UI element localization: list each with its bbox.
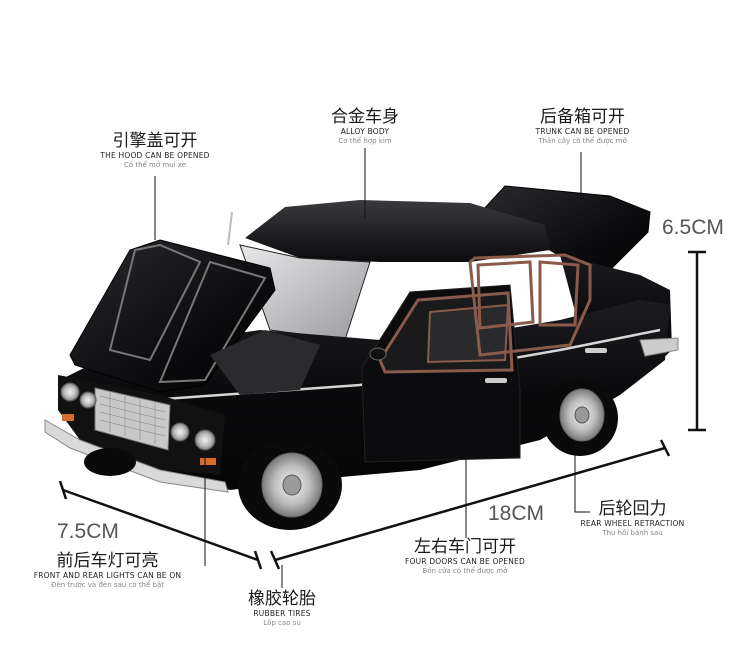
leader-lines xyxy=(154,148,590,588)
callout-trunk-vi: Thân cây có thể được mở xyxy=(538,137,627,145)
callout-lights-vi: Đèn trước và đèn sau có thể bật xyxy=(50,581,165,589)
callout-trunk-zh: 后备箱可开 xyxy=(540,107,625,127)
dimension-length: 18CM xyxy=(488,502,545,525)
grille xyxy=(94,387,171,451)
dimension-lines xyxy=(58,250,706,570)
callout-lights: 前后车灯可亮 FRONT AND REAR LIGHTS CAN BE ON Đ… xyxy=(25,551,190,590)
callout-lights-zh: 前后车灯可亮 xyxy=(56,551,159,571)
callout-hood-en: THE HOOD CAN BE OPENED xyxy=(100,151,210,160)
dimension-height: 6.5CM xyxy=(662,216,724,239)
roof xyxy=(245,200,550,262)
callout-tires-zh: 橡胶轮胎 xyxy=(248,589,316,609)
headlight-right-outer xyxy=(194,429,216,451)
headlight-left-inner xyxy=(79,391,97,409)
callout-doors: 左右车门可开 FOUR DOORS CAN BE OPENED Bốn cửa … xyxy=(395,537,535,576)
callout-wheel-zh: 后轮回力 xyxy=(598,499,667,519)
callout-body-vi: Cơ thể hợp kim xyxy=(338,137,392,145)
callout-doors-zh: 左右车门可开 xyxy=(414,537,516,557)
rear-wheel xyxy=(542,380,618,456)
callout-wheel-en: REAR WHEEL RETRACTION xyxy=(580,519,685,528)
callout-lights-en: FRONT AND REAR LIGHTS CAN BE ON xyxy=(33,571,182,580)
callout-wheel: 后轮回力 REAR WHEEL RETRACTION Thu hồi bánh … xyxy=(570,499,695,538)
callout-body: 合金车身 ALLOY BODY Cơ thể hợp kim xyxy=(315,107,415,146)
callout-body-en: ALLOY BODY xyxy=(340,127,390,136)
headlight-right-inner xyxy=(170,422,190,442)
callout-hood-zh: 引擎盖可开 xyxy=(112,131,198,151)
callout-tires-vi: Lốp cao su xyxy=(263,619,301,627)
windshield xyxy=(239,244,371,341)
callout-tires-en: RUBBER TIRES xyxy=(253,609,311,618)
front-wheel xyxy=(238,440,342,530)
callout-trunk: 后备箱可开 TRUNK CAN BE OPENED Thân cây có th… xyxy=(525,107,640,146)
dimension-width: 7.5CM xyxy=(57,520,119,543)
rear-door xyxy=(468,253,592,357)
callout-wheel-vi: Thu hồi bánh sau xyxy=(602,529,663,537)
callout-trunk-en: TRUNK CAN BE OPENED xyxy=(535,127,630,136)
callout-tires: 橡胶轮胎 RUBBER TIRES Lốp cao su xyxy=(232,589,332,628)
front-left-wheel xyxy=(84,448,136,476)
callout-hood: 引擎盖可开 THE HOOD CAN BE OPENED Có thể mở m… xyxy=(90,131,220,170)
headlight-left-outer xyxy=(60,382,80,402)
callout-doors-vi: Bốn cửa có thể được mở xyxy=(422,567,508,575)
callout-hood-vi: Có thể mở mui xe xyxy=(123,161,187,169)
callout-doors-en: FOUR DOORS CAN BE OPENED xyxy=(405,557,525,566)
callout-body-zh: 合金车身 xyxy=(331,107,399,127)
